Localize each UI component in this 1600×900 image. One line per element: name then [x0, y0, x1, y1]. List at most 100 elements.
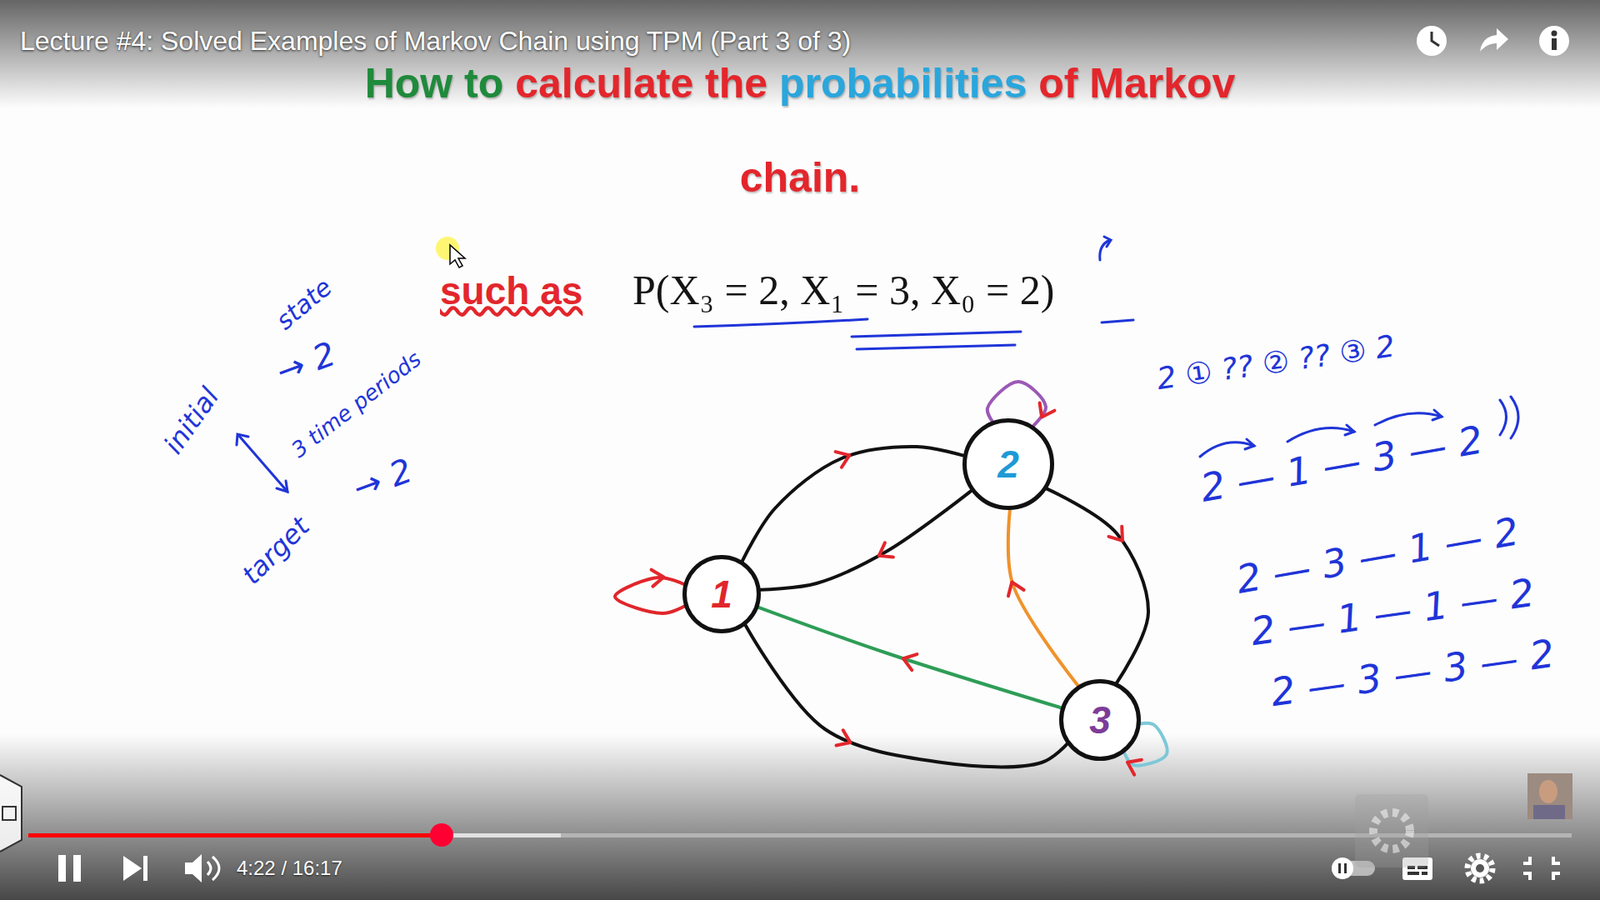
player-controls-part [58, 855, 66, 882]
state-number: 1 [710, 573, 733, 616]
player-controls-part [1470, 859, 1490, 878]
transition-group [615, 570, 685, 614]
slide-heading: How to calculate the probabilities of Ma… [0, 36, 1600, 225]
arrowhead [1127, 760, 1142, 775]
handwritten-marks-part [1500, 400, 1507, 435]
transition-arrow [760, 490, 972, 590]
overlay-widgets-part [0, 775, 22, 852]
top-icons-part [1539, 25, 1570, 56]
overlay-widgets-part [2, 806, 16, 820]
progress-bar-part [430, 823, 454, 847]
top-icons-part [1551, 38, 1557, 50]
top-icons-part [1551, 30, 1558, 37]
player-controls [58, 854, 1560, 883]
handwritten-marks-part [1510, 396, 1519, 439]
player-controls-part [1421, 871, 1428, 875]
transition-group [745, 625, 1068, 767]
handwritten-note: → 2 [347, 450, 417, 508]
arrowhead [835, 451, 850, 468]
heading-word: calculate [515, 60, 705, 107]
circle-shape [685, 557, 760, 632]
player-controls-part [1407, 871, 1420, 875]
arrowhead [1008, 582, 1025, 597]
heading-word: probabilities [779, 60, 1039, 107]
handwritten-marks-part [238, 435, 288, 492]
video-time: 4:22 / 16:17 [236, 856, 343, 880]
handwritten-marks-part [1104, 236, 1111, 247]
transition-arrow [745, 625, 1068, 767]
top-icons-part [1480, 28, 1509, 52]
handwritten-path: 2 ① ?? ② ?? ③ 2 [1155, 328, 1398, 396]
transition-group [1008, 510, 1079, 686]
player-controls-part [1331, 857, 1354, 880]
player-controls-part [1344, 863, 1347, 874]
state-circle: 3 [1059, 679, 1141, 761]
overlay-widgets-part [1539, 780, 1558, 804]
heading-word: the [705, 60, 780, 107]
handwritten-note: initial [158, 381, 226, 460]
player-shade-part [0, 733, 1600, 900]
video-title: Lecture #4: Solved Examples of Markov Ch… [20, 25, 851, 57]
overlay-widgets-part [1533, 805, 1565, 820]
heading-word: Markov [1089, 60, 1235, 107]
intro-text: such as [440, 269, 583, 314]
overlay-widgets-part [1527, 773, 1573, 820]
mouse-cursor [435, 236, 465, 268]
mouse-cursor-part [450, 245, 465, 268]
circle-shape [1061, 681, 1140, 760]
arrowhead [1108, 526, 1122, 541]
player-controls-part [207, 861, 211, 875]
handwritten-marks-part [236, 434, 249, 445]
handwritten-marks-part [1345, 425, 1355, 435]
handwritten-note: state [270, 272, 338, 335]
circle-shape [965, 420, 1053, 509]
heading-word: of [1038, 60, 1090, 107]
overlay-widgets [0, 773, 1573, 868]
handwritten-marks-part [856, 345, 1015, 350]
player-controls-part [1523, 856, 1560, 880]
handwritten-marks-part [851, 331, 1021, 337]
player-controls-part [143, 855, 148, 881]
arrowhead [836, 730, 851, 745]
top-icons-part [1416, 25, 1447, 56]
progress-bar-part [28, 833, 1572, 838]
arrowhead [1040, 403, 1055, 418]
player-controls-part [73, 855, 81, 882]
transition-arrow [615, 577, 685, 614]
handwritten-note: → 2 [270, 334, 340, 391]
handwritten-marks-part [694, 319, 868, 327]
probability-formula: P(X₃ = 2, X₁ = 3, X₀ = 2) [632, 266, 1055, 315]
state-number: 3 [1089, 699, 1111, 742]
handwritten-marks-part [1245, 439, 1255, 450]
player-controls-part [185, 854, 202, 883]
transition-arrow [742, 446, 964, 561]
transition-group [760, 490, 972, 590]
state-circle: 2 [962, 418, 1055, 510]
player-controls-part [1475, 864, 1485, 873]
top-icons [1416, 25, 1570, 56]
transition-group [742, 446, 964, 561]
transition-arrow [758, 607, 1061, 709]
transition-group [1046, 489, 1149, 684]
progress-bar [28, 823, 1572, 847]
player-shade-part [0, 0, 1600, 109]
handwritten-path: 2 — 1 — 3 — 2 [1197, 417, 1487, 511]
heading-word: to [464, 60, 515, 107]
transition-group [987, 381, 1055, 426]
player-controls-part [1338, 863, 1341, 874]
overlay-widgets-part [1355, 794, 1429, 868]
transition-arrow [1008, 510, 1079, 686]
overlay-widgets-part [1373, 812, 1410, 850]
arrowhead [903, 654, 917, 670]
transition-group [758, 607, 1061, 709]
transition-arrow [1046, 489, 1149, 684]
player-controls-part [123, 855, 142, 881]
top-icons-part [1431, 31, 1440, 46]
state-number: 2 [997, 443, 1020, 486]
player-controls-part [1467, 855, 1493, 881]
progress-bar-part [28, 833, 442, 838]
progress-bar-part [28, 833, 561, 838]
